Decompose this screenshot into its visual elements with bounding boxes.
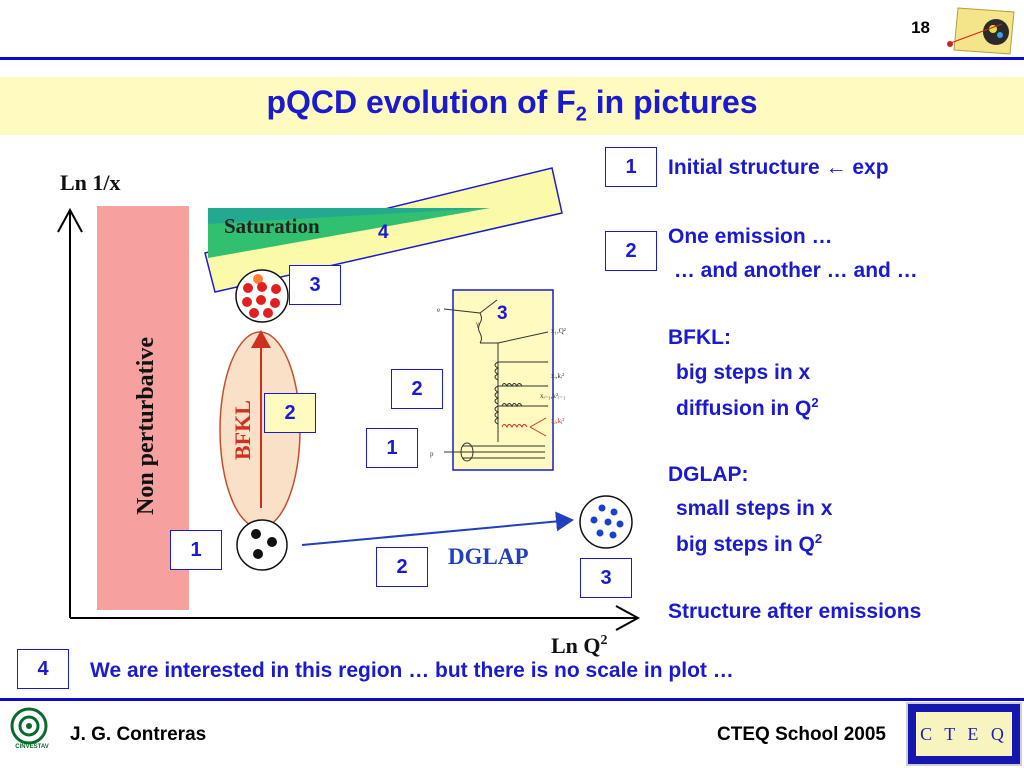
dglap-label: DGLAP <box>448 544 529 569</box>
side-dglap-q2: big steps in Q2 <box>676 531 823 556</box>
ladder-marker-3: 3 <box>497 303 508 324</box>
region-4-band <box>204 167 563 293</box>
saturation-label: Saturation <box>224 214 320 238</box>
side-bfkl-x: big steps in x <box>676 361 811 384</box>
footer-author: J. G. Contreras <box>70 724 207 745</box>
title-subscript: 2 <box>575 103 587 126</box>
ladder-x1-label: x₁,Q² <box>551 327 566 335</box>
ladder-e-label: e <box>437 306 440 314</box>
side-dglap-heading: DGLAP: <box>668 463 749 486</box>
slide-number: 18 <box>911 18 930 37</box>
ladder-p-label: p <box>430 450 434 458</box>
title-main: pQCD evolution of F <box>266 84 576 120</box>
ladder-diagram-box <box>452 289 554 471</box>
cinvestav-wordmark: CINVESTAV <box>15 744 49 750</box>
marker-2-bfkl: 2 <box>264 393 316 433</box>
bottom-marker-4: 4 <box>17 649 69 689</box>
top-rule <box>0 57 1024 60</box>
cteq-logo: C T E Q <box>906 702 1022 766</box>
ladder-gamma-label: γ <box>475 320 479 328</box>
title-tail: in pictures <box>586 84 758 120</box>
side-structure-after: Structure after emissions <box>668 600 922 623</box>
ladder-xi-label: xᵢ,kᵢ² <box>551 372 564 380</box>
marker-1-ladder: 1 <box>366 428 418 468</box>
y-axis-label: Ln 1/x <box>60 170 121 195</box>
side-marker-1: 1 <box>605 147 657 187</box>
non-perturbative-label: Non perturbative <box>133 337 159 515</box>
side-marker-2: 2 <box>605 231 657 271</box>
side-bfkl-heading: BFKL: <box>668 326 731 349</box>
dglap-arrow <box>301 511 574 546</box>
bottom-note: We are interested in this region … but t… <box>90 659 734 682</box>
bfkl-label: BFKL <box>230 400 255 460</box>
footer-school: CTEQ School 2005 <box>717 724 886 745</box>
x-axis-arrowhead <box>615 605 641 631</box>
slide-title: pQCD evolution of F2 in pictures <box>0 84 1024 126</box>
cteq-logo-text: C T E Q <box>916 712 1012 756</box>
evolution-diagram: Non perturbative Ln 1/x Ln Q2 Saturation… <box>57 167 641 658</box>
marker-1-initial: 1 <box>170 530 222 570</box>
marker-2-ladder: 2 <box>391 369 443 409</box>
saturation-wedge <box>208 208 490 258</box>
saturation-wedge-top <box>208 208 490 224</box>
side-one-emission: One emission … <box>668 225 833 248</box>
title-band <box>0 77 1024 135</box>
x-axis-label: Ln Q2 <box>551 633 608 658</box>
side-initial-structure: Initial structure ← exp <box>668 156 889 179</box>
region-4-marker: 4 <box>378 222 389 243</box>
initial-parton-state <box>236 519 288 571</box>
conference-logo <box>947 7 1015 55</box>
footer-rule <box>0 698 1024 701</box>
side-another-emission: … and another … and … <box>668 259 918 282</box>
ladder-xi1-label: xᵢ₋₁,k²ᵢ₋₁ <box>540 392 565 400</box>
marker-3-dilute: 3 <box>580 558 632 598</box>
side-dglap-x: small steps in x <box>676 497 833 520</box>
marker-3-dense: 3 <box>289 265 341 305</box>
marker-2-dglap: 2 <box>376 547 428 587</box>
ladder-xj-label: xⱼ,kⱼ² <box>551 417 564 425</box>
y-axis-arrowhead <box>57 207 83 233</box>
side-bfkl-q2: diffusion in Q2 <box>676 395 819 420</box>
cinvestav-logo <box>10 707 48 745</box>
